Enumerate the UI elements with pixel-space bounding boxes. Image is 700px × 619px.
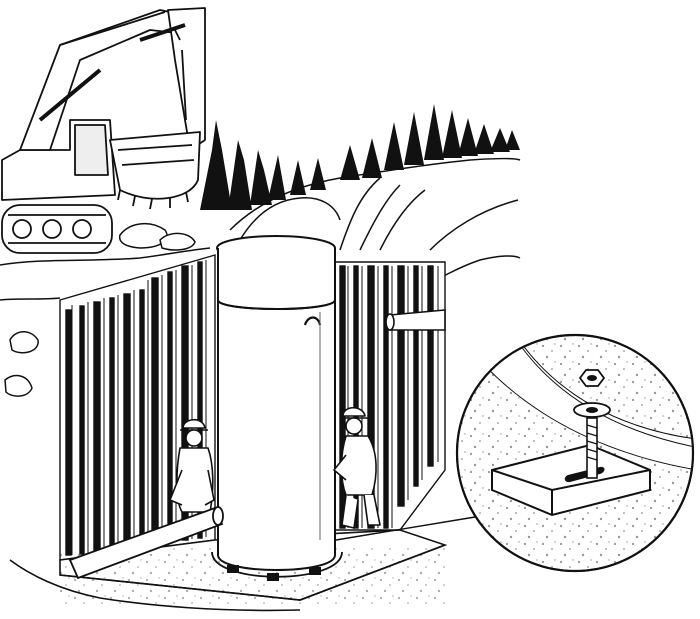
sewer-pipe [68,506,224,580]
sheet-pile-wall-left [59,254,216,561]
worker-left [169,418,215,513]
tree-line [200,104,520,210]
manhole-cylinder [211,235,343,581]
excavator [1,7,206,254]
lateral-pipe [385,309,446,331]
detail-leader-line [335,516,476,541]
ground [0,223,211,397]
worker-right [333,406,381,529]
detail-callout [455,333,695,573]
